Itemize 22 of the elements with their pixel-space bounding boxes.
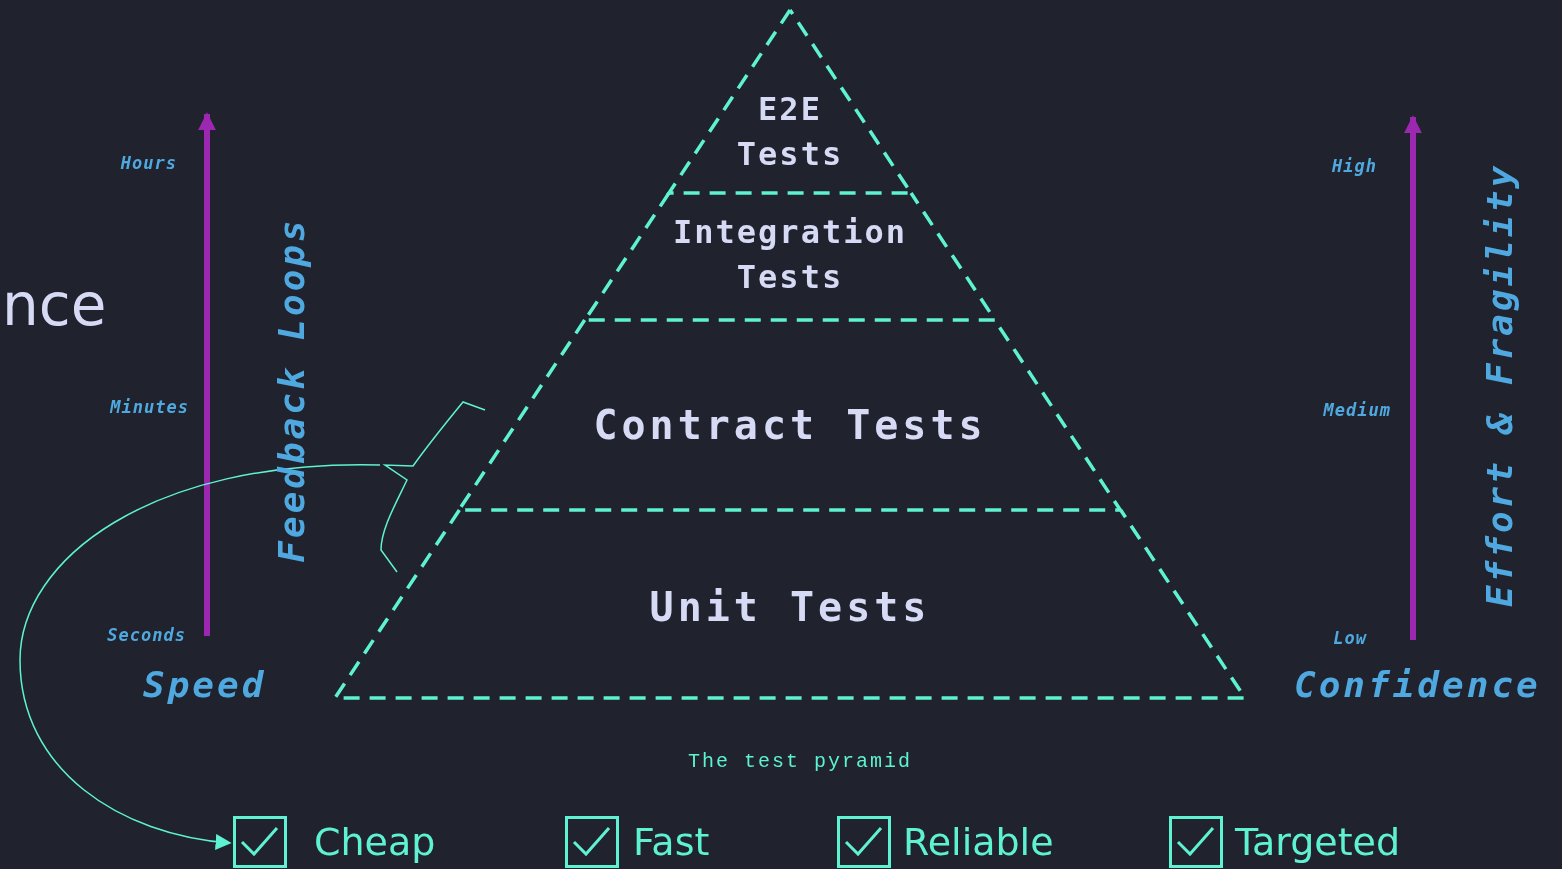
partial-heading: nce	[2, 276, 107, 334]
check-label: Reliable	[903, 823, 1054, 861]
axis-tick-label: Low	[1333, 630, 1367, 647]
axis-tick-label: Seconds	[107, 627, 186, 644]
axis-tick-label: Hours	[120, 155, 177, 172]
axis-title: Confidence	[1294, 667, 1541, 703]
tier-label: Unit Tests	[649, 583, 931, 632]
tier-label: Integration Tests	[673, 211, 907, 298]
axis-title: Speed	[143, 667, 267, 703]
axis-title: Effort & Fragility	[1482, 162, 1518, 608]
axis-tick-label: Medium	[1323, 402, 1391, 419]
tier-label: Contract Tests	[593, 401, 987, 450]
curly-bracket	[380, 400, 485, 572]
curved-arrow	[19, 464, 381, 850]
axis-tick-label: Minutes	[110, 399, 189, 416]
tier-label: E2E Tests	[736, 88, 844, 175]
check-label: Cheap	[314, 823, 436, 861]
check-label: Fast	[633, 823, 710, 861]
axis-tick-label: High	[1332, 158, 1377, 175]
axis-title: Feedback Loops	[274, 217, 310, 563]
check-label: Targeted	[1235, 823, 1401, 861]
caption: The test pyramid	[687, 750, 913, 773]
